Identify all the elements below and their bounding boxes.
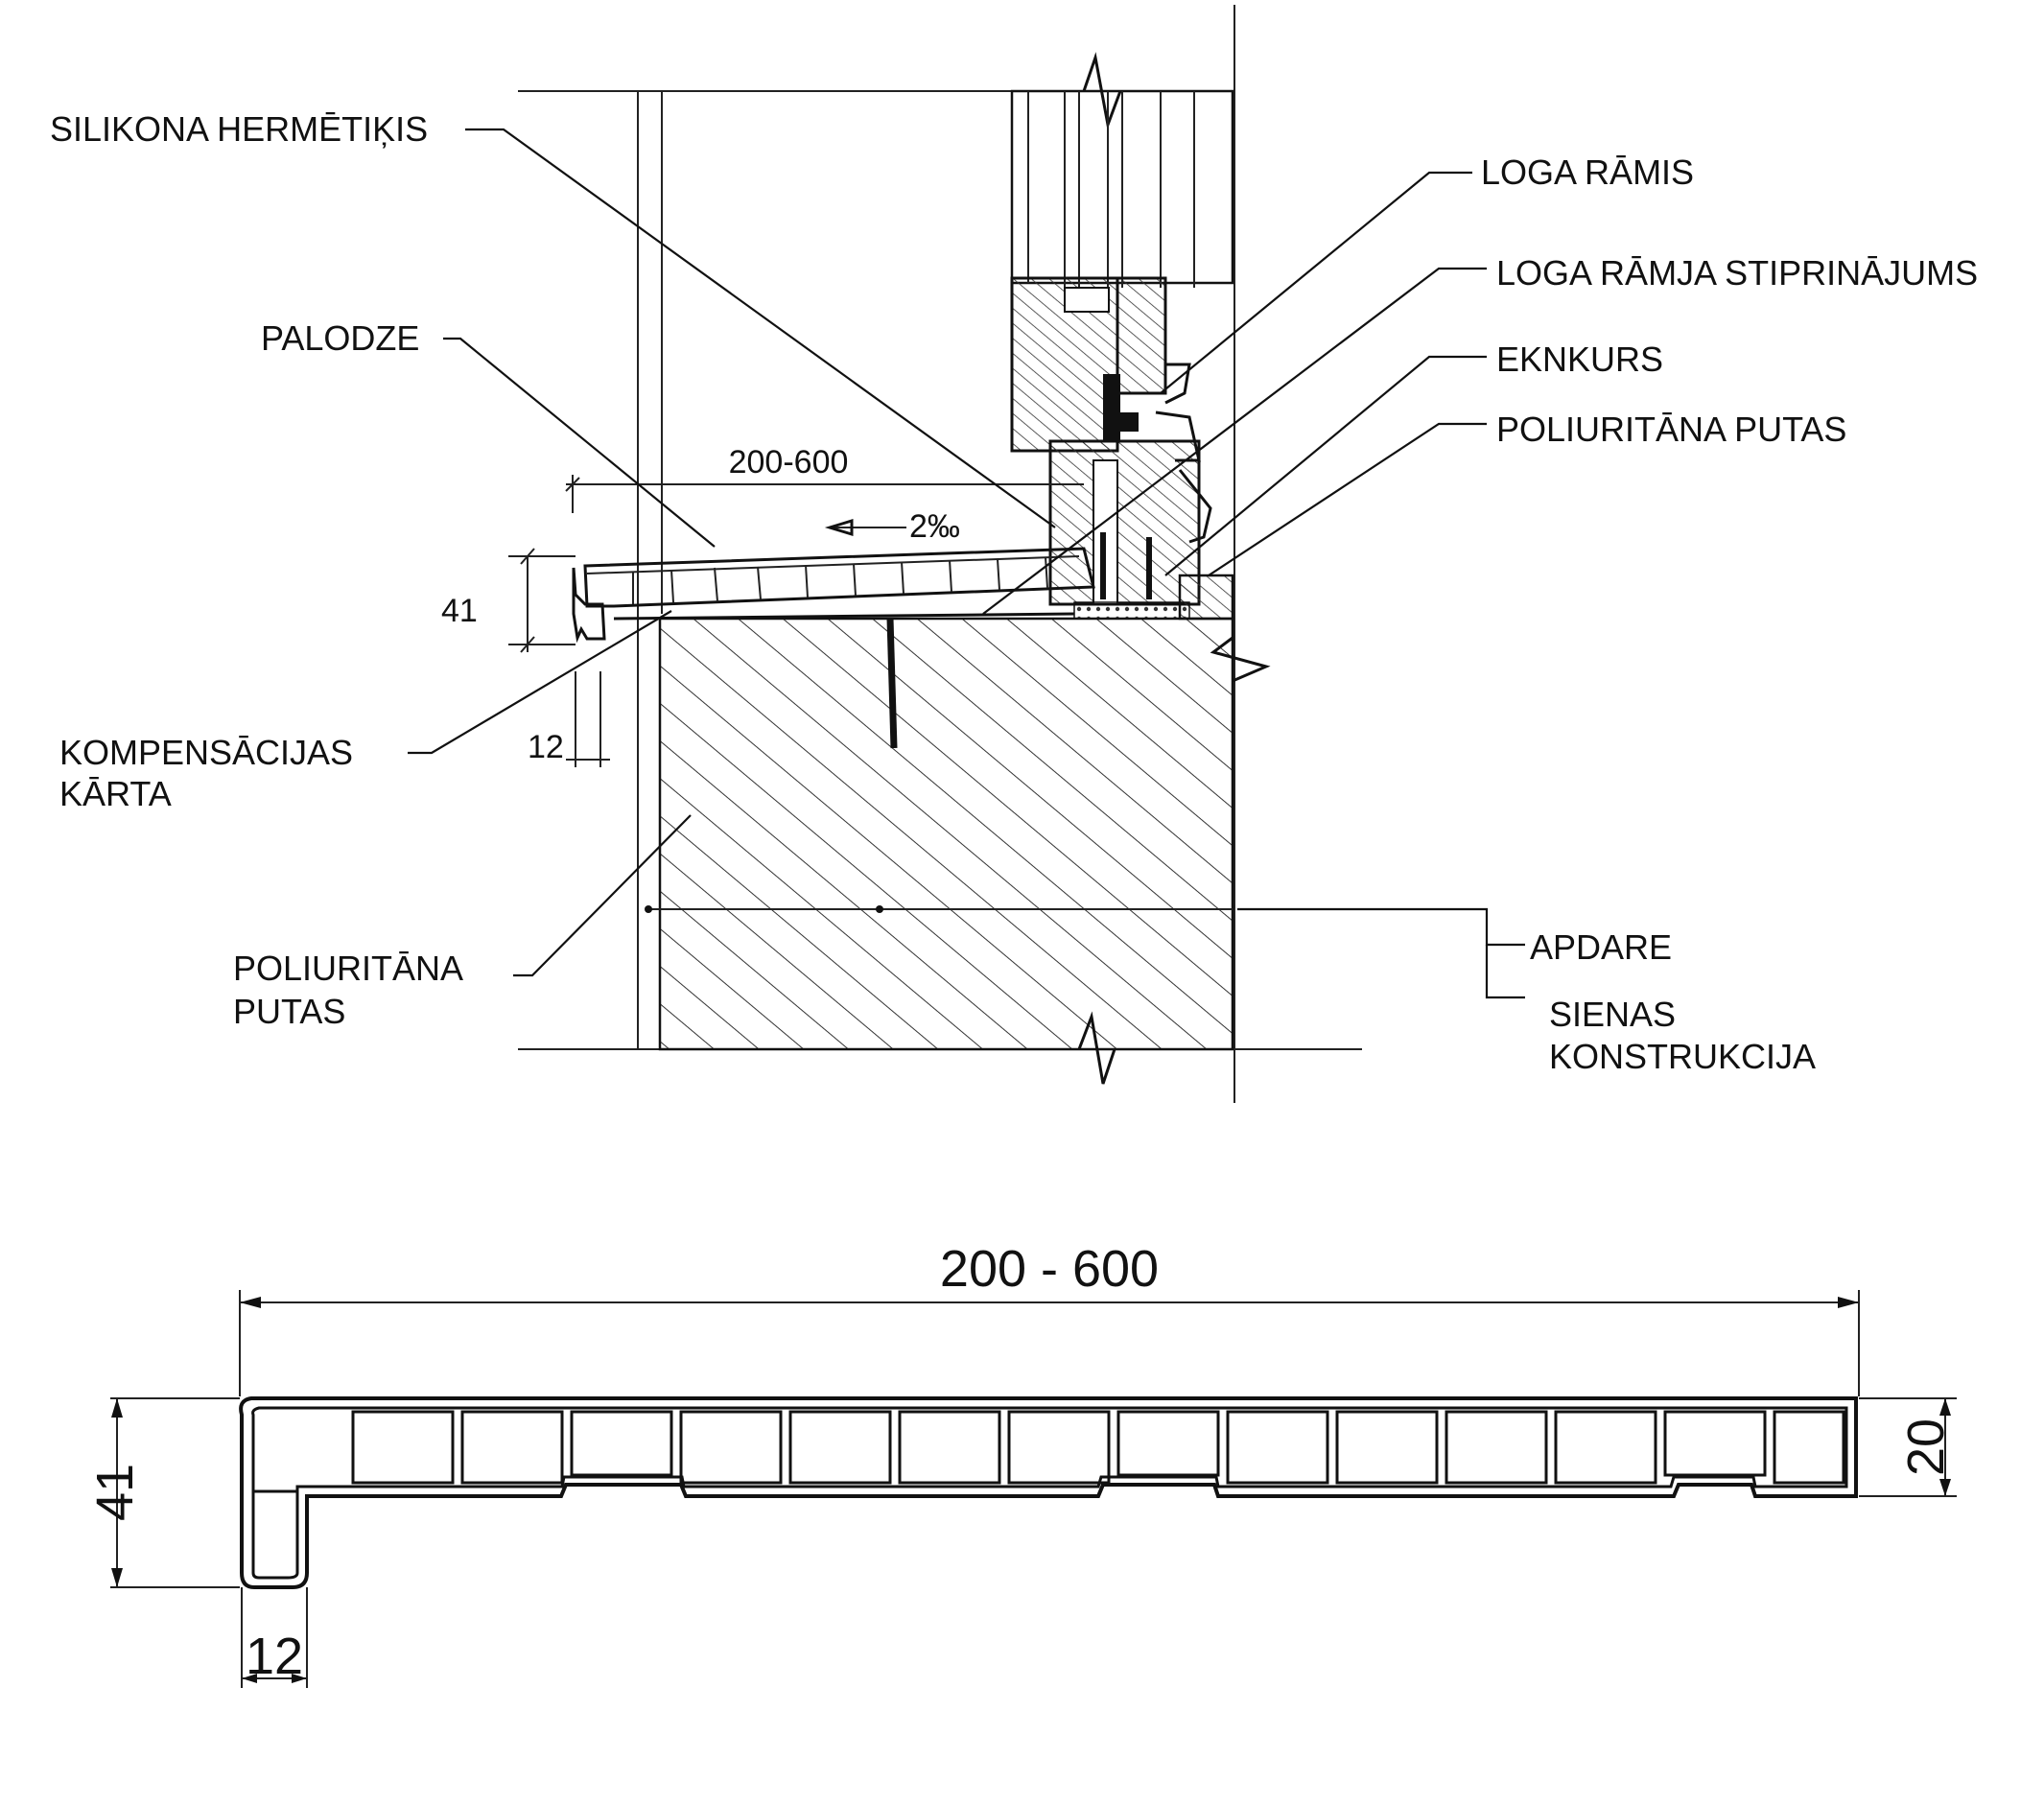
label-kompensacijas-2: KĀRTA (59, 774, 172, 813)
label-eknkurs: EKNKURS (1496, 340, 1663, 379)
break-mark-bottom (1077, 1011, 1116, 1085)
label-loga-ramis: LOGA RĀMIS (1481, 152, 1694, 192)
label-loga-ramja: LOGA RĀMJA STIPRINĀJUMS (1496, 253, 1978, 293)
sill-section (572, 547, 1095, 644)
break-mark-right (1210, 636, 1271, 683)
profile-nose-label: 12 (246, 1628, 303, 1685)
label-silikona: SILIKONA HERMĒTIĶIS (50, 109, 428, 149)
section-height-label: 41 (441, 593, 478, 629)
apdare-dot-2 (876, 905, 883, 913)
window-frame (1010, 89, 1234, 621)
profile-chambers (351, 1410, 1845, 1485)
section-nose-label: 12 (528, 729, 564, 765)
profile-width-label: 200 - 600 (940, 1240, 1159, 1298)
label-poliuritana-right: POLIURITĀNA PUTAS (1496, 410, 1846, 449)
wall-anchor (886, 618, 898, 749)
label-palodze: PALODZE (261, 318, 419, 358)
leader-lines (408, 128, 1525, 999)
label-kompensacijas-1: KOMPENSĀCIJAS (59, 733, 353, 772)
label-poliuritana-left-2: PUTAS (233, 992, 345, 1031)
profile-inner-height-label: 20 (1897, 1418, 1955, 1476)
section-view: 200-600 2‰ 41 12 (50, 5, 1978, 1103)
section-dimensions: 200-600 2‰ 41 12 (441, 444, 1084, 767)
label-apdare: APDARE (1530, 927, 1672, 967)
profile-view: 200 - 600 41 20 12 (86, 1240, 1957, 1688)
profile-dimensions: 200 - 600 41 20 12 (86, 1240, 1957, 1688)
wall-construction (658, 617, 1234, 1051)
label-poliuritana-left-1: POLIURITĀNA (233, 949, 463, 988)
label-sienas-2: KONSTRUKCIJA (1549, 1037, 1816, 1076)
label-sienas-1: SIENAS (1549, 995, 1676, 1034)
slope-label: 2‰ (909, 508, 960, 545)
profile-height-label: 41 (86, 1464, 144, 1521)
section-width-label: 200-600 (729, 444, 849, 481)
profile-outline (239, 1396, 1858, 1589)
apdare-dot-1 (645, 905, 652, 913)
